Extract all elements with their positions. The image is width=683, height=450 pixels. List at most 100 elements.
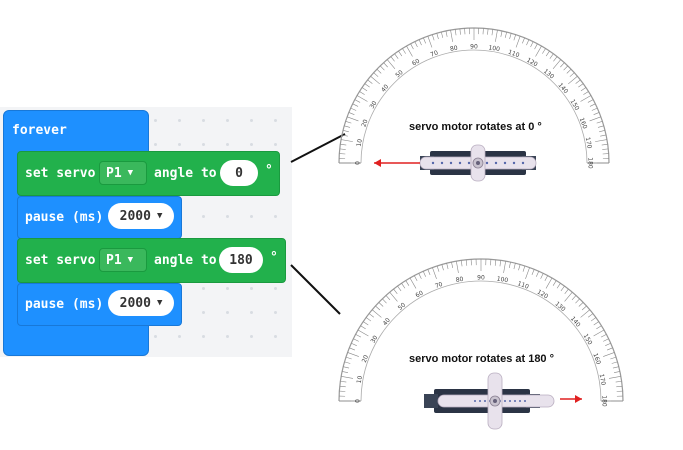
protractor-tick <box>342 130 349 133</box>
protractor-tick-label: 150 <box>582 333 594 347</box>
protractor-tick <box>600 334 607 338</box>
protractor-tick-label: 100 <box>496 275 509 284</box>
angle-to-label: angle to <box>154 253 217 268</box>
chevron-down-icon: ▼ <box>127 168 134 178</box>
protractor-tick <box>465 259 468 266</box>
protractor-tick <box>432 267 437 279</box>
caption-bottom: servo motor rotates at 180 ° <box>409 353 555 365</box>
protractor-tick <box>340 139 353 142</box>
protractor-tick <box>446 263 449 270</box>
protractor-tick-label: 60 <box>414 289 424 299</box>
servo-horn-hole <box>519 400 521 402</box>
protractor-tick <box>410 43 414 50</box>
protractor-tick <box>593 112 600 115</box>
servo-horn-hole <box>479 400 481 402</box>
protractor-inner-arc <box>360 49 588 164</box>
protractor-tick <box>441 31 444 38</box>
pin-value: P1 <box>106 165 122 181</box>
protractor-tick <box>591 107 598 111</box>
protractor-tick <box>581 305 587 311</box>
protractor-tick <box>347 352 359 357</box>
protractor-tick <box>525 267 530 279</box>
protractor-tick <box>359 91 365 95</box>
protractor-tick <box>406 45 413 57</box>
protractor-tick <box>596 325 602 330</box>
protractor-tick <box>518 264 521 271</box>
protractor-tick-label: 160 <box>578 117 589 130</box>
protractor-tick <box>401 283 406 289</box>
protractor-tick <box>566 69 572 74</box>
angle-input-1[interactable]: 0 <box>220 160 258 186</box>
grid-dot <box>250 311 253 314</box>
protractor-tick <box>373 72 379 77</box>
protractor-tick <box>436 265 440 272</box>
protractor-tick <box>578 83 584 88</box>
protractor-tick <box>613 371 620 374</box>
grid-dot <box>274 311 277 314</box>
protractor-tick <box>563 65 568 71</box>
arrow-head <box>575 395 582 403</box>
protractor-tick-label: 130 <box>553 300 566 313</box>
protractor-tick-label: 110 <box>507 49 520 60</box>
protractor-tick <box>513 263 516 270</box>
pin-dropdown-2[interactable]: P1▼ <box>99 248 147 272</box>
protractor-tick <box>583 91 589 95</box>
chevron-down-icon: ▼ <box>156 211 163 221</box>
protractor-tick <box>349 347 356 351</box>
chevron-down-icon: ▼ <box>156 298 163 308</box>
protractor-tick <box>427 36 433 48</box>
protractor-tick <box>427 269 431 276</box>
protractor-tick <box>341 376 354 379</box>
protractor-tick-label: 180 <box>601 395 608 407</box>
protractor-tick <box>344 361 351 364</box>
protractor-tick <box>615 380 622 383</box>
protractor-tick-label: 120 <box>525 57 539 69</box>
set-servo-label: set servo <box>25 253 96 268</box>
protractor-tick <box>544 275 548 282</box>
protractor-tick <box>350 107 357 111</box>
grid-dot <box>250 215 253 218</box>
protractor-tick <box>460 260 463 267</box>
servo-horn-hole <box>494 161 498 165</box>
protractor-tick <box>534 43 538 50</box>
protractor-tick-label: 90 <box>477 275 485 282</box>
arrow-head <box>374 159 381 167</box>
protractor-tick <box>409 277 417 289</box>
degree-symbol: ° <box>265 163 273 178</box>
protractor-tick <box>503 261 506 274</box>
angle-to-label: angle to <box>154 166 217 181</box>
grid-dot <box>226 215 229 218</box>
protractor-tick <box>450 29 453 42</box>
protractor-tick <box>571 295 577 301</box>
protractor-tick <box>454 29 457 36</box>
protractor-inner-arc <box>360 280 602 402</box>
protractor-tick-label: 130 <box>542 68 555 81</box>
protractor-tick <box>397 285 402 292</box>
protractor-tick-label: 110 <box>516 280 529 291</box>
protractor-tick <box>605 342 611 346</box>
servo-horn-hole <box>512 161 516 165</box>
protractor-tick <box>368 313 375 318</box>
protractor-tick <box>608 376 621 379</box>
protractor-tick <box>436 33 439 40</box>
protractor-tick <box>351 342 357 346</box>
protractor-tick <box>375 305 381 311</box>
protractor-tick <box>610 356 617 360</box>
grid-dot <box>274 143 277 146</box>
protractor-tick <box>344 125 351 128</box>
protractor-tick <box>596 120 603 124</box>
protractor-tick <box>360 325 366 330</box>
protractor-tick <box>393 288 398 295</box>
angle-input-2[interactable]: 180 <box>219 247 263 273</box>
protractor-tick-label: 40 <box>380 83 390 93</box>
pin-dropdown-1[interactable]: P1 ▼ <box>99 161 147 185</box>
pause-dropdown-2[interactable]: 2000▼ <box>108 290 174 316</box>
protractor-tick <box>580 87 587 92</box>
protractor-tick <box>611 361 618 364</box>
protractor-tick <box>513 34 517 41</box>
protractor-tick <box>531 269 535 276</box>
pause-dropdown-1[interactable]: 2000▼ <box>108 203 174 229</box>
protractor-tick <box>564 292 573 302</box>
protractor-tick <box>456 261 459 274</box>
